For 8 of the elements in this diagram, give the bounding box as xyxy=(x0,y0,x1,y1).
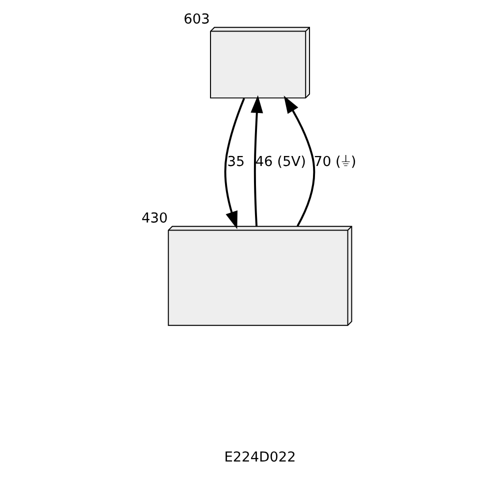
arrow xyxy=(250,95,263,226)
arrow xyxy=(224,98,244,230)
arrow xyxy=(283,96,315,227)
node-label: 430 xyxy=(141,210,168,227)
label: E224D022 xyxy=(224,449,296,466)
edge-label: 35 xyxy=(226,154,244,170)
node-label: 603 xyxy=(183,12,210,28)
edge-label: 70 (⏚) xyxy=(313,154,356,170)
